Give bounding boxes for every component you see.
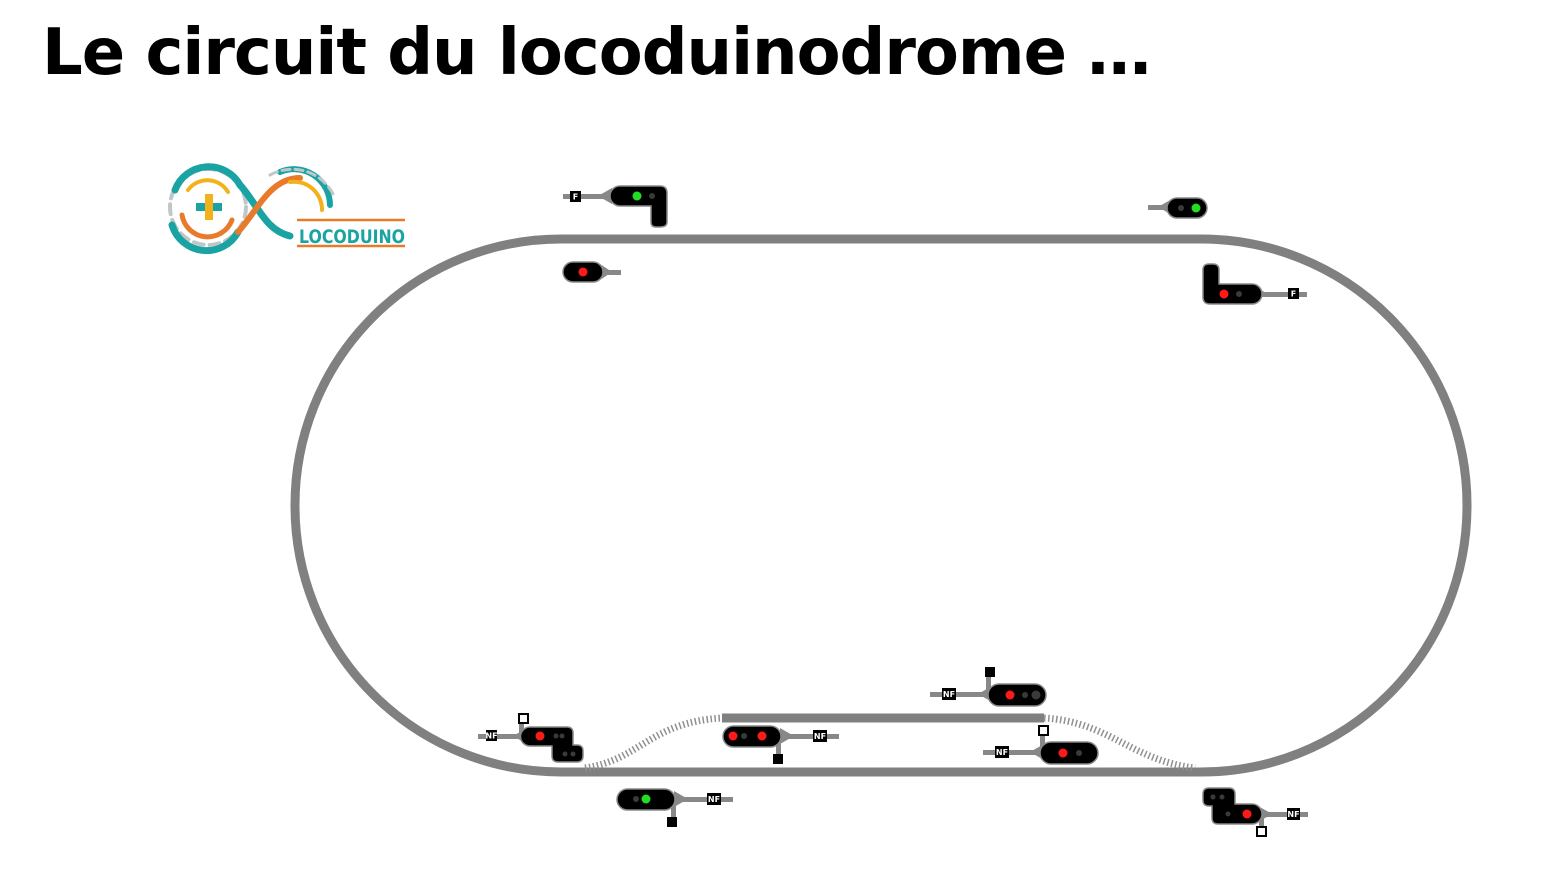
signal-target-marker	[667, 817, 677, 827]
signal-plaque	[570, 191, 581, 202]
signal-plaque	[1287, 808, 1300, 820]
signal-head	[1166, 197, 1208, 219]
signal-head	[519, 726, 584, 763]
signal-bottom-left-outer: NF	[616, 788, 733, 827]
signal-mast	[930, 692, 992, 697]
signal-lamp	[1219, 794, 1225, 800]
signal-lamp	[559, 733, 565, 739]
signal-bottom-right-outer: NF	[1202, 787, 1308, 837]
turnout-right	[1043, 714, 1196, 772]
signal-mast	[672, 797, 733, 802]
signal-lamp	[1031, 690, 1041, 700]
signal-target-marker	[773, 754, 783, 764]
signal-mast	[778, 734, 839, 739]
signal-lamp	[1242, 809, 1252, 819]
signal-bottom-left-inner: NF	[478, 713, 584, 763]
signal-lamp	[1076, 750, 1082, 756]
signal-mast	[478, 734, 524, 739]
logo-text: LOCODUINO	[299, 226, 405, 248]
signal-top-right-upper	[1148, 197, 1208, 219]
signal-head	[1202, 787, 1263, 825]
signal-plaque-text: F	[1291, 290, 1296, 299]
signal-plaque	[995, 746, 1009, 758]
signal-plaque	[707, 793, 721, 805]
signal-target-marker	[1256, 826, 1267, 837]
turnout-left	[584, 714, 723, 772]
main-oval-track	[290, 234, 1472, 777]
signal-lamp	[535, 731, 545, 741]
signal-head	[987, 683, 1047, 707]
signal-plaque-text: NF	[708, 795, 720, 804]
signal-plaque-text: F	[573, 193, 578, 202]
signal-head	[1202, 263, 1263, 305]
signal-siding-left: NF	[722, 725, 839, 764]
signal-lamp	[1022, 692, 1028, 698]
signal-lamp	[633, 796, 639, 802]
signal-top-left-upper: F	[563, 185, 668, 228]
signal-lamp	[757, 731, 767, 741]
signal-target-marker	[985, 667, 995, 677]
signal-lamp	[1210, 794, 1216, 800]
signal-plaque-text: NF	[1287, 810, 1299, 819]
signal-plaque-text: NF	[485, 732, 497, 741]
signal-plaque	[942, 688, 956, 700]
signal-plaque	[486, 730, 497, 741]
signal-lamp	[1219, 289, 1229, 299]
signal-plaque	[813, 730, 827, 742]
slide-title: Le circuit du locoduinodrome …	[42, 16, 1151, 90]
signal-top-right-lower: F	[1202, 263, 1307, 305]
signal-lamp	[1005, 690, 1015, 700]
signal-plaque-text: NF	[996, 748, 1008, 757]
signal-top-left-lower	[562, 261, 621, 283]
signal-plaque-text: NF	[814, 732, 826, 741]
signal-mast	[563, 194, 611, 199]
signal-head	[722, 725, 782, 748]
infinity-mark-icon	[168, 163, 336, 255]
signal-lamp	[1058, 748, 1068, 758]
signal-plaque-text: NF	[943, 690, 955, 699]
signal-mast	[1255, 292, 1307, 297]
signal-target-marker	[518, 713, 529, 724]
siding-track	[584, 713, 1196, 772]
signal-main-right-inner: NF	[983, 725, 1099, 765]
signal-lamp	[641, 794, 651, 804]
signal-target-marker	[1038, 725, 1049, 736]
signal-lamp	[632, 191, 642, 201]
signal-head	[1039, 741, 1099, 765]
signal-lamp	[1225, 811, 1231, 817]
signal-lamp	[649, 193, 655, 199]
signal-siding-right: NF	[930, 667, 1047, 707]
signal-lamp	[1191, 203, 1201, 213]
locoduino-logo: LOCODUINO	[168, 163, 405, 255]
signal-lamp	[578, 267, 588, 277]
signal-mast	[1258, 812, 1308, 817]
signal-lamp	[1178, 205, 1184, 211]
signal-lamp	[553, 733, 559, 739]
signal-lamp	[728, 731, 738, 741]
signal-lamp	[741, 733, 747, 739]
signal-plaque	[1288, 288, 1299, 299]
signal-lamp	[1236, 291, 1242, 297]
signal-lamp	[570, 751, 576, 757]
signal-mast	[983, 750, 1043, 755]
signal-lamp	[562, 751, 568, 757]
